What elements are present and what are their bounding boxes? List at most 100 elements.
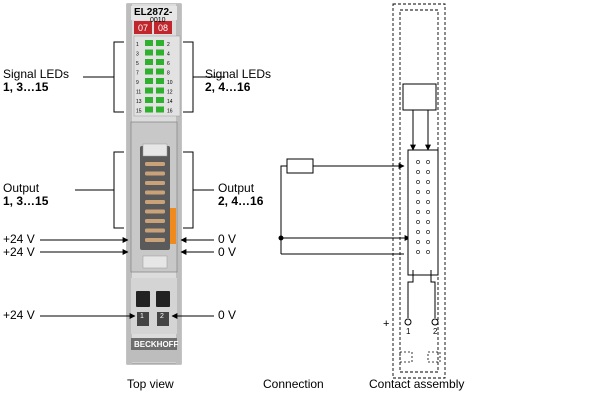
led-number-left: 5 [136, 61, 139, 67]
led-left-1 [145, 40, 153, 46]
led-number-right: 14 [167, 99, 173, 105]
contact-point [416, 230, 420, 234]
contact-point [416, 180, 420, 184]
output-right-range: 2, 4…16 [218, 194, 264, 208]
led-number-left: 9 [136, 80, 139, 86]
led-number-left: 3 [136, 52, 139, 58]
contact-point [426, 210, 430, 214]
connector-slot [145, 190, 165, 195]
led-left-5 [145, 59, 153, 65]
contact-point [416, 200, 420, 204]
led-number-left: 11 [136, 90, 141, 96]
led-right-2 [156, 40, 164, 46]
brand-strip [131, 338, 177, 350]
signal-leds-right-label: Signal LEDs 2, 4…16 [205, 68, 271, 94]
contact-point [416, 210, 420, 214]
contact-point [426, 240, 430, 244]
led-left-13 [145, 97, 153, 103]
led-left-3 [145, 49, 153, 56]
red-tab-left [134, 21, 152, 34]
contact-point [426, 170, 430, 174]
signal-leds-left-title: Signal LEDs [3, 67, 70, 81]
led-right-8 [156, 68, 164, 75]
assembly-outline [392, 3, 446, 379]
led-left-11 [145, 87, 153, 94]
contact-point [416, 220, 420, 224]
led-number-left: 7 [136, 71, 139, 77]
signal-leds-left-range: 1, 3…15 [3, 80, 49, 94]
plus-sign: + [383, 318, 389, 330]
connector-slot [145, 181, 165, 185]
contact-point [416, 160, 420, 164]
led-number-left: 13 [136, 99, 142, 105]
contact-point [426, 180, 430, 184]
contact-point [426, 200, 430, 204]
contact-point [416, 190, 420, 194]
connector-slot [145, 228, 165, 233]
contact-dots [416, 160, 430, 254]
connector-slot [145, 162, 165, 166]
model-label: EL2872- [134, 7, 172, 18]
connector-slot [145, 209, 165, 214]
signal-leds-left-label: Signal LEDs 1, 3…15 [3, 68, 69, 94]
output-right-label: Output 2, 4…16 [218, 182, 263, 208]
connector-pins [145, 162, 165, 242]
leader-lines [40, 41, 225, 319]
led-left-9 [145, 78, 153, 84]
zero-volt-label-1: 0 V [218, 232, 237, 246]
connection-wiring [278, 158, 411, 255]
output-block [407, 149, 439, 276]
led-right-6 [156, 59, 164, 65]
led-right-4 [156, 49, 164, 56]
caption-contact-assembly: Contact assembly [369, 377, 465, 391]
contact-assembly [392, 3, 446, 379]
red-tab-right [154, 21, 172, 34]
caption-top-view: Top view [127, 377, 174, 391]
connector-number-1: 1 [140, 313, 144, 320]
output-right-title: Output [218, 181, 255, 195]
output-left-title: Output [3, 181, 40, 195]
caption-connection: Connection [263, 377, 324, 391]
led-right-16 [156, 106, 164, 113]
contact-point [426, 190, 430, 194]
connector-slot [145, 219, 165, 223]
model-suffix: 0010 [150, 17, 166, 24]
led-right-12 [156, 87, 164, 94]
led-number-right: 8 [167, 71, 170, 77]
led-number-right: 10 [167, 80, 173, 86]
output-left-range: 1, 3…15 [3, 194, 49, 208]
connector-slot [145, 171, 165, 176]
contact-point [416, 240, 420, 244]
contact-point [426, 160, 430, 164]
led-number-left: 15 [136, 109, 142, 115]
tab-left-number: 07 [138, 23, 148, 33]
connector-slot [145, 200, 165, 204]
plus24v-label-3: +24 V [3, 308, 35, 322]
plus24v-label-2: +24 V [3, 245, 35, 259]
plus24v-label-1: +24 V [3, 232, 35, 246]
led-number-right: 2 [167, 42, 170, 48]
contact-point [416, 250, 420, 254]
contact-point [416, 170, 420, 174]
connector-number-2: 2 [160, 313, 164, 320]
led-number-right: 4 [167, 52, 170, 58]
led-number-right: 16 [167, 109, 173, 115]
signal-leds-right-title: Signal LEDs [205, 67, 272, 81]
led-number-right: 12 [167, 90, 173, 96]
zero-volt-label-3: 0 V [218, 308, 237, 322]
led-number-left: 1 [136, 42, 139, 48]
contact-point [426, 250, 430, 254]
connector-slot [145, 238, 165, 242]
contact-point [426, 230, 430, 234]
led-left-15 [145, 106, 153, 113]
orange-marker [170, 208, 176, 244]
pin-number-1: 1 [406, 327, 411, 336]
tab-right-number: 08 [158, 23, 168, 33]
pin-number-2: 2 [433, 327, 438, 336]
contact-point [426, 220, 430, 224]
zero-volt-label-2: 0 V [218, 245, 237, 259]
output-left-label: Output 1, 3…15 [3, 182, 48, 208]
